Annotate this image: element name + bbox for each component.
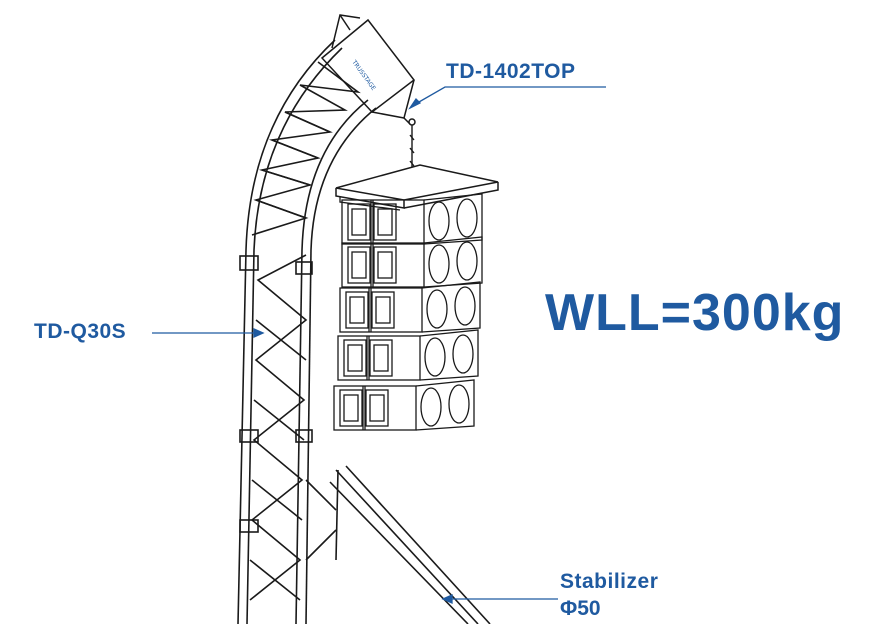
leader-lines <box>152 86 606 605</box>
label-truss: TD-Q30S <box>34 320 127 343</box>
label-working-load-limit: WLL=300kg <box>545 284 845 342</box>
bracket-logo-text: TRUSSTAGE <box>350 58 377 92</box>
truss-tower <box>237 249 339 624</box>
label-top-bracket: TD-1402TOP <box>446 60 576 83</box>
top-bracket <box>320 14 416 126</box>
truss-arch <box>245 39 377 251</box>
speaker-stack <box>333 164 499 431</box>
label-stabilizer: Stabilizer <box>560 570 659 593</box>
stabilizer-tube <box>329 465 491 624</box>
label-stabilizer-diameter: Φ50 <box>560 597 601 620</box>
